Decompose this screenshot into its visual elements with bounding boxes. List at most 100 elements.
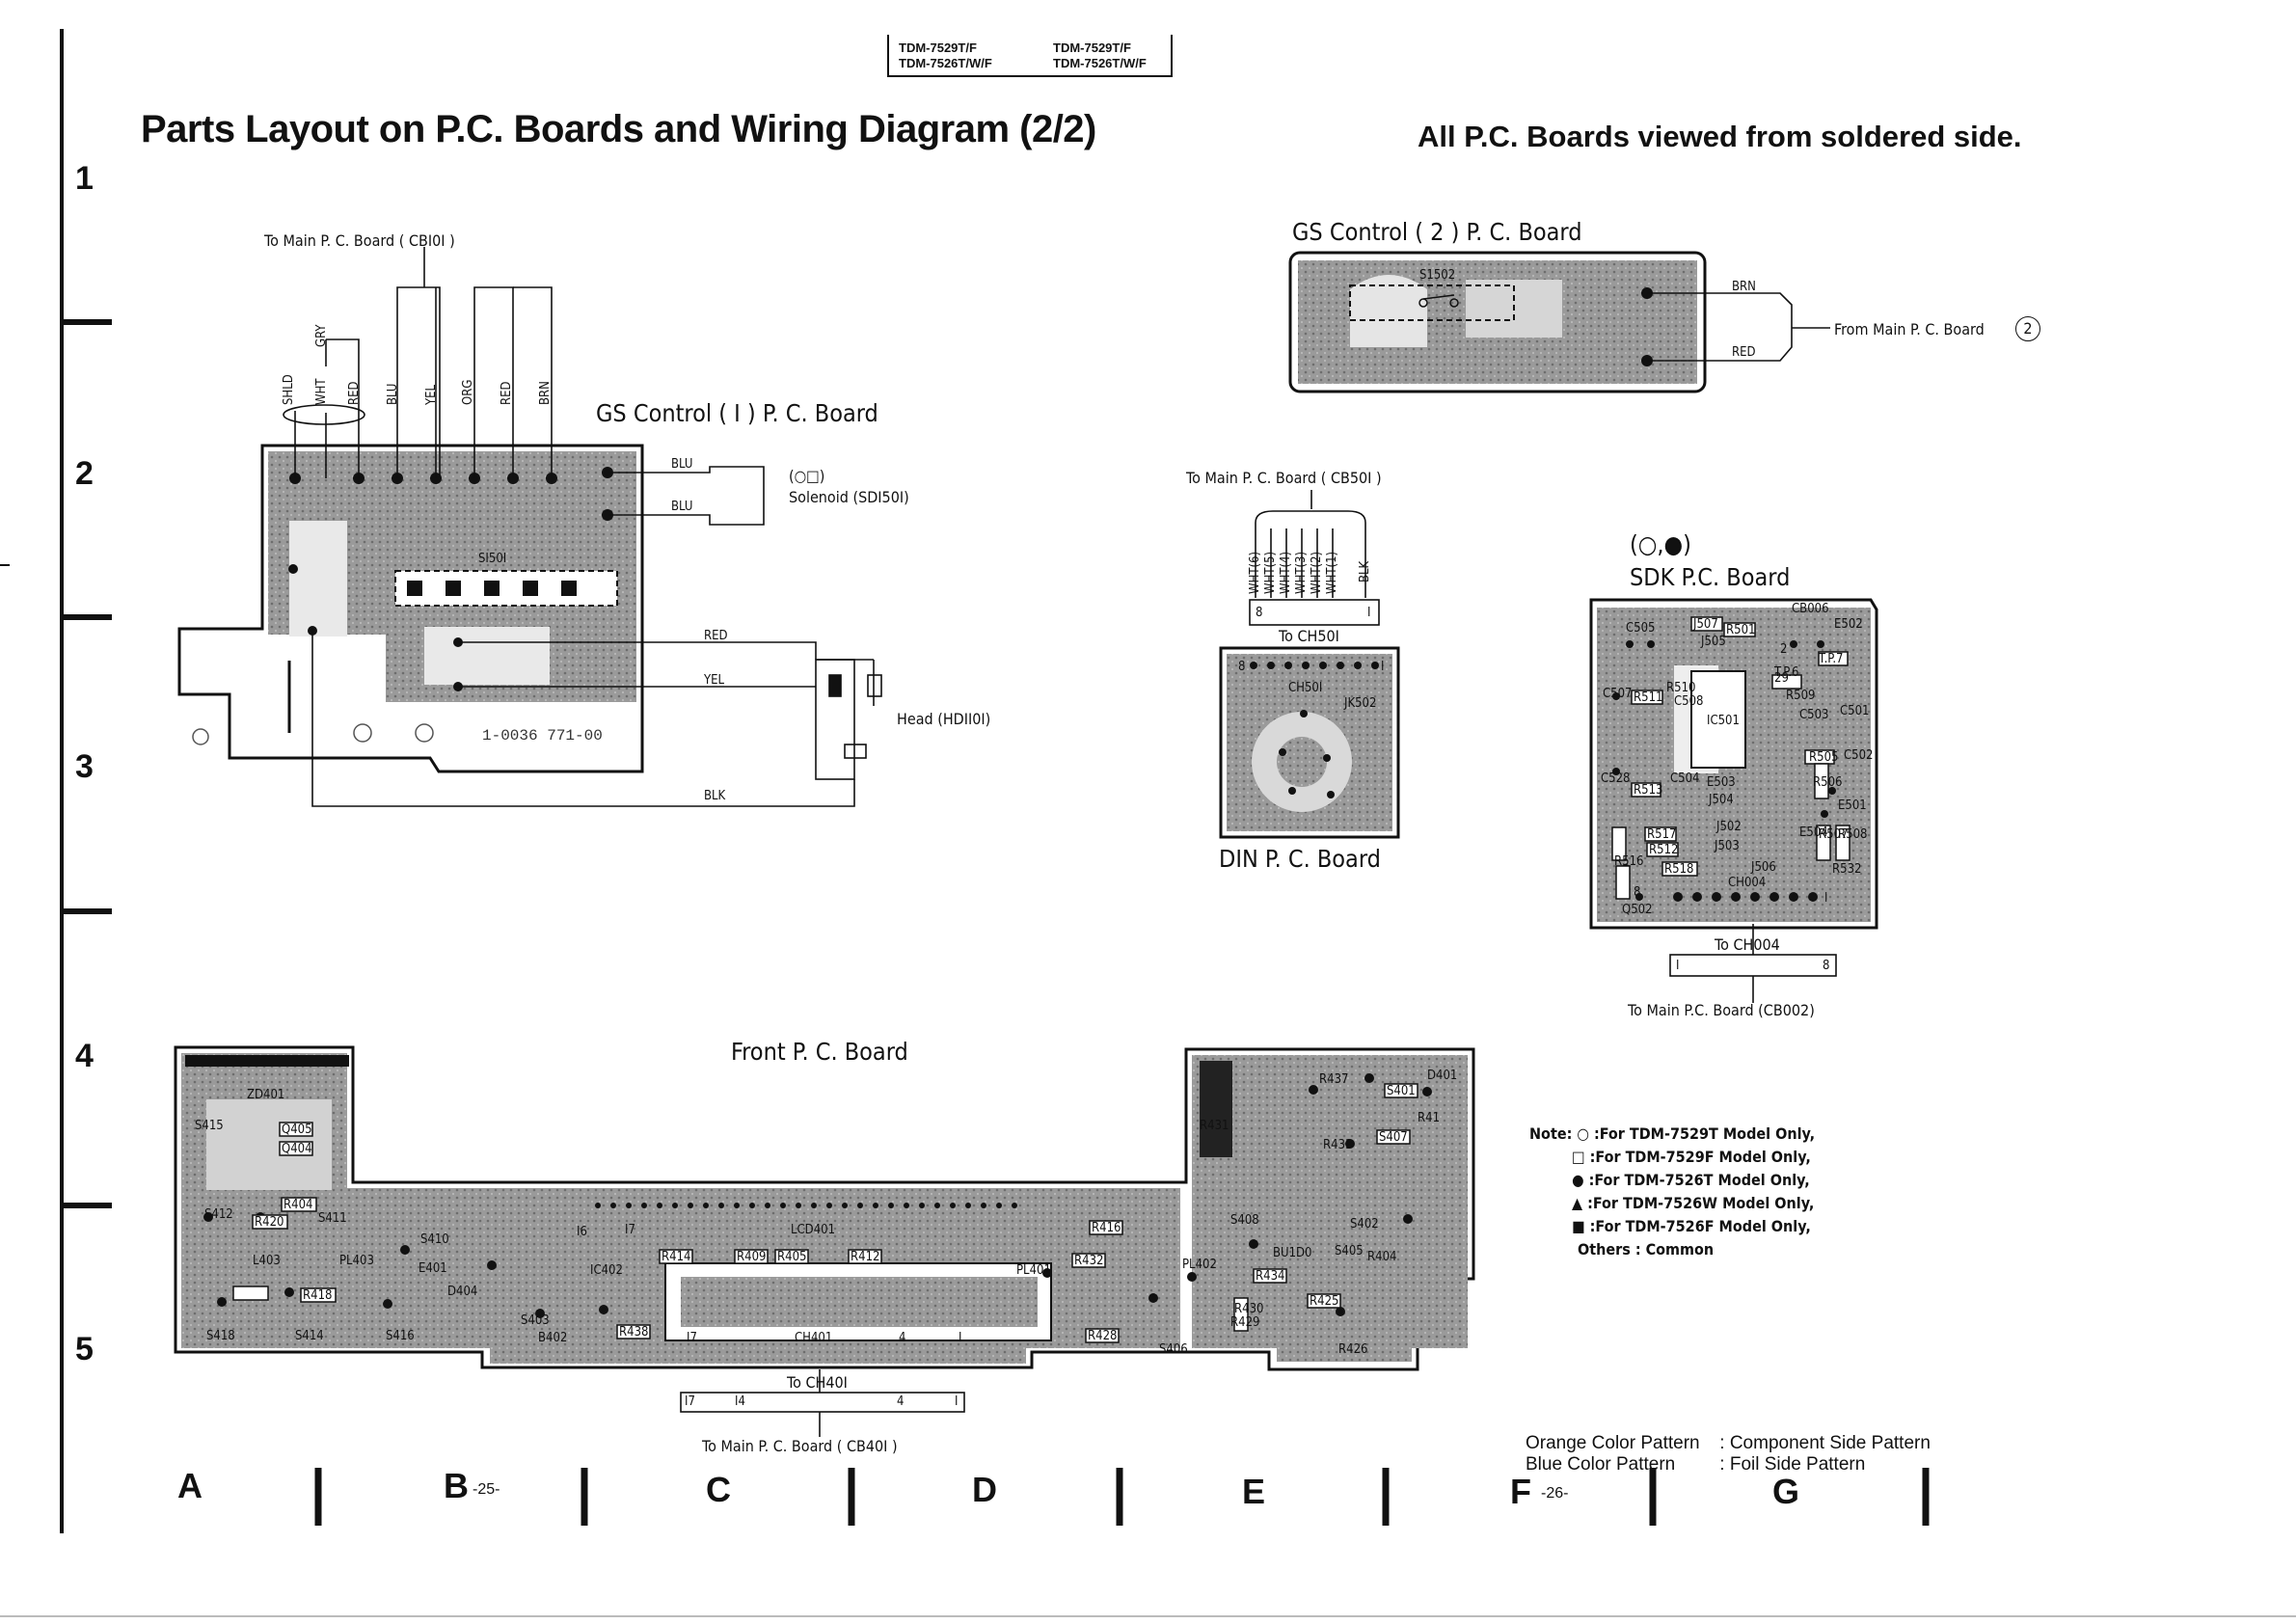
part-label: R425 — [1310, 1294, 1339, 1309]
part-label: I — [1824, 891, 1828, 906]
gs-control-1-wires — [283, 247, 882, 807]
part-label: R516 — [1614, 854, 1644, 869]
to-ch501: To CH50I — [1279, 627, 1339, 645]
part-label: B402 — [538, 1331, 568, 1345]
part-label: S405 — [1335, 1244, 1364, 1259]
to-ch401: To CH40I — [787, 1373, 848, 1392]
column-grid — [314, 1468, 1930, 1526]
connector-pin: 8 — [1823, 959, 1830, 973]
part-label: S402 — [1350, 1217, 1379, 1232]
wire-label: RED — [500, 381, 514, 405]
connector-pin: 4 — [897, 1394, 905, 1409]
part-label: 8 — [1238, 660, 1246, 674]
part-label: D401 — [1427, 1069, 1458, 1083]
wire-label: RED — [1732, 345, 1756, 360]
part-label: C508 — [1674, 694, 1704, 709]
connector-pin: I — [1367, 606, 1371, 620]
front-board-title: Front P. C. Board — [731, 1038, 908, 1066]
wire-label: BRN — [538, 381, 553, 405]
page-number: -25- — [473, 1481, 500, 1498]
connector-number: 2 — [2015, 316, 2040, 341]
part-label: J503 — [1715, 839, 1740, 853]
note-text: :For TDM-7529T Model Only, — [1593, 1124, 1816, 1143]
part-label: R438 — [619, 1325, 649, 1340]
part-label: CH401 — [795, 1331, 833, 1345]
column-letter: A — [177, 1466, 203, 1505]
part-label: L403 — [253, 1254, 281, 1268]
part-label: R432 — [1074, 1254, 1104, 1268]
wire-label: RED — [347, 381, 362, 405]
part-label: 29 — [1774, 671, 1789, 686]
part-label: 2 — [1780, 642, 1788, 657]
part-label: S408 — [1230, 1213, 1259, 1228]
wire-label: WHT(4) — [1279, 551, 1293, 594]
part-label: R532 — [1832, 862, 1862, 877]
part-label: IC501 — [1707, 714, 1740, 728]
model-label: TDM-7529T/F — [1053, 41, 1131, 55]
model-number-box: TDM-7529T/F TDM-7529T/F TDM-7526T/W/F TD… — [887, 35, 1173, 77]
note-row: ● :For TDM-7526T Model Only, — [1529, 1169, 1815, 1192]
part-label: C504 — [1670, 771, 1700, 786]
wire-label: BLU — [671, 457, 693, 472]
part-label: R517 — [1647, 827, 1677, 842]
part-label: R501 — [1726, 623, 1756, 637]
connector-pin: 8 — [1256, 606, 1263, 620]
part-label: S403 — [521, 1313, 550, 1328]
part-label: R409 — [737, 1250, 767, 1264]
to-main-cb501: To Main P. C. Board ( CB50I ) — [1186, 469, 1382, 487]
part-label: R426 — [1338, 1342, 1368, 1357]
model-label: TDM-7526T/W/F — [899, 56, 992, 70]
part-label: I7 — [687, 1331, 697, 1345]
wire-label: YEL — [424, 384, 439, 405]
column-letter: E — [1242, 1472, 1266, 1511]
part-label: S412 — [204, 1207, 233, 1222]
gs-control-1-title: GS Control ( I ) P. C. Board — [596, 399, 878, 427]
part-label: J504 — [1709, 793, 1734, 807]
part-label: ZD401 — [247, 1088, 285, 1102]
column-letter: G — [1772, 1472, 1800, 1511]
part-label: S418 — [206, 1329, 235, 1343]
note-text: :For TDM-7526W Model Only, — [1587, 1194, 1815, 1212]
part-label: J507 — [1693, 617, 1718, 632]
part-label: S414 — [295, 1329, 324, 1343]
part-label: R512 — [1649, 843, 1679, 857]
row-number: 5 — [75, 1331, 94, 1367]
sdk-board — [1589, 598, 1878, 1003]
wire-label: WHT(6) — [1248, 551, 1262, 594]
column-letter: D — [972, 1470, 997, 1509]
part-label: I6 — [577, 1225, 587, 1239]
legend-row: Blue Color Pattern : Foil Side Pattern — [1526, 1454, 1931, 1475]
part-label: E504 — [1799, 826, 1828, 840]
note-others: Others : Common — [1578, 1240, 1715, 1259]
part-label: CB006 — [1792, 602, 1829, 616]
part-label: PL403 — [339, 1254, 374, 1268]
part-label: T.P.6 — [1774, 665, 1799, 680]
part-label: T.P.7 — [1819, 652, 1844, 666]
row-number: 3 — [75, 748, 94, 785]
model-label: TDM-7526T/W/F — [1053, 56, 1147, 70]
part-label: PL401 — [1016, 1263, 1051, 1278]
to-main-cb002: To Main P.C. Board (CB002) — [1628, 1001, 1815, 1019]
part-label: R513 — [1634, 783, 1663, 798]
wire-label: BLU — [386, 383, 400, 405]
part-label: R418 — [303, 1288, 333, 1303]
legend-row: Orange Color Pattern : Component Side Pa… — [1526, 1433, 1931, 1454]
part-label: 4 — [899, 1331, 906, 1345]
part-label: PL402 — [1182, 1258, 1217, 1272]
part-label: S401 — [1387, 1084, 1416, 1098]
gs-control-2-title: GS Control ( 2 ) P. C. Board — [1292, 218, 1582, 246]
part-label: S410 — [420, 1232, 449, 1247]
part-label: S411 — [318, 1211, 347, 1226]
legend-label: Orange Color Pattern — [1526, 1433, 1700, 1453]
row-number: 4 — [75, 1038, 94, 1074]
wire-label: BLU — [671, 500, 693, 514]
gs-control-1-board — [177, 444, 644, 773]
note-symbol: □ — [1572, 1148, 1585, 1166]
part-label: Q502 — [1622, 903, 1653, 917]
part-label: C501 — [1840, 704, 1870, 718]
note-symbol: ● — [1572, 1171, 1584, 1189]
part-label: R507 — [1819, 827, 1849, 842]
part-label: JK502 — [1344, 696, 1377, 711]
part-label: R431 — [1200, 1119, 1229, 1133]
